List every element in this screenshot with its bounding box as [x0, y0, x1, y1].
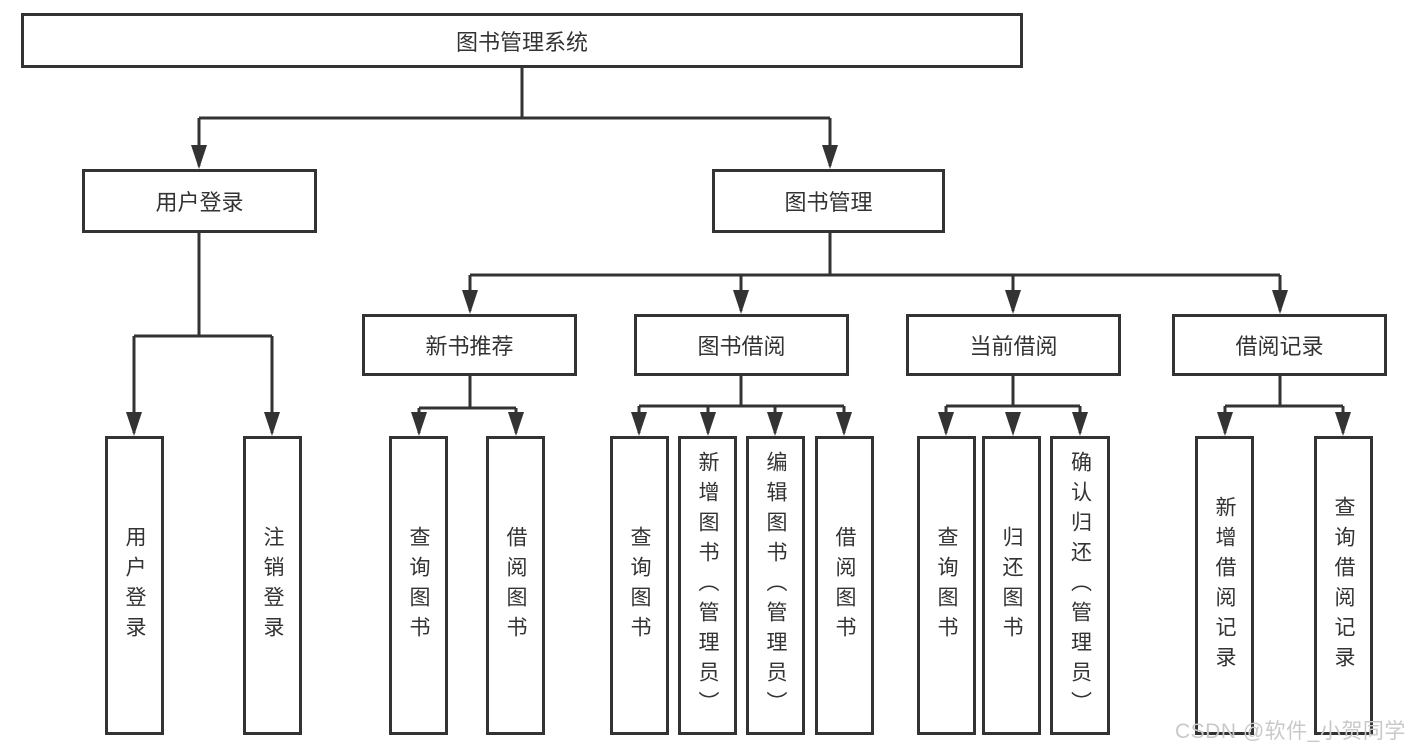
- node-label: 借阅记录: [1235, 334, 1324, 359]
- leaf-logout: 注销登录: [243, 436, 302, 735]
- leaf-add-borrow-record: 新增借阅记录: [1195, 436, 1254, 735]
- node-new-book-recommendation: 新书推荐: [362, 314, 577, 376]
- node-label: 图书借阅: [697, 334, 786, 359]
- node-label: 注销登录: [261, 525, 284, 646]
- node-label: 当前借阅: [969, 334, 1058, 359]
- leaf-query-books-borrowing: 查询图书: [610, 436, 669, 735]
- node-book-management: 图书管理: [712, 169, 945, 233]
- node-label: 查询图书: [407, 525, 430, 646]
- node-label: 确认归还（管理员）: [1068, 450, 1092, 721]
- node-label: 新增借阅记录: [1213, 495, 1236, 676]
- arrowheads-current-borrow-leaves: [938, 412, 1088, 436]
- node-label: 借阅图书: [833, 525, 856, 646]
- connector-root-to-level2: [197, 68, 832, 166]
- node-label: 查询图书: [628, 525, 651, 646]
- connector-user-login-to-leaves: [132, 233, 274, 433]
- node-label: 归还图书: [1000, 525, 1023, 646]
- arrowheads-level2: [191, 145, 838, 169]
- node-label: 借阅图书: [504, 525, 527, 646]
- node-library-management-system: 图书管理系统: [21, 13, 1023, 68]
- leaf-borrow-books: 借阅图书: [815, 436, 874, 735]
- connector-borrow-record-to-leaves: [1223, 376, 1345, 433]
- connector-current-borrow-to-leaves: [944, 376, 1082, 433]
- node-current-borrowing: 当前借阅: [906, 314, 1121, 376]
- node-borrowing-records: 借阅记录: [1172, 314, 1387, 376]
- csdn-watermark: CSDN @软件_小贺同学: [1175, 720, 1405, 743]
- node-label: 图书管理: [784, 190, 873, 215]
- node-label: 查询图书: [935, 525, 958, 646]
- node-label: 用户登录: [155, 190, 244, 215]
- leaf-add-books-admin: 新增图书（管理员）: [678, 436, 737, 735]
- node-user-login: 用户登录: [82, 169, 317, 233]
- arrowheads-new-book-leaves: [411, 412, 524, 436]
- arrowheads-user-login-leaves: [126, 412, 280, 436]
- leaf-query-books-recommend: 查询图书: [389, 436, 448, 735]
- connector-new-book-to-leaves: [417, 376, 518, 433]
- connector-book-management-to-level3: [468, 233, 1282, 311]
- node-label: 编辑图书（管理员）: [764, 450, 787, 721]
- arrowheads-book-borrow-leaves: [631, 412, 852, 436]
- node-book-borrowing: 图书借阅: [634, 314, 849, 376]
- leaf-edit-books-admin: 编辑图书（管理员）: [746, 436, 805, 735]
- leaf-user-login: 用户登录: [105, 436, 164, 735]
- arrowheads-borrow-record-leaves: [1217, 412, 1351, 436]
- leaf-return-books: 归还图书: [982, 436, 1041, 735]
- connector-book-borrow-to-leaves: [637, 376, 846, 433]
- arrowheads-level3: [462, 290, 1288, 314]
- leaf-query-books-current: 查询图书: [917, 436, 976, 735]
- node-label: 图书管理系统: [455, 29, 588, 55]
- node-label: 新书推荐: [425, 334, 514, 359]
- node-label: 用户登录: [123, 525, 146, 646]
- node-label: 新增图书（管理员）: [696, 450, 719, 721]
- leaf-query-borrow-record: 查询借阅记录: [1314, 436, 1373, 735]
- leaf-confirm-return-admin: 确认归还（管理员）: [1050, 436, 1110, 735]
- leaf-borrow-books-recommend: 借阅图书: [486, 436, 545, 735]
- node-label: 查询借阅记录: [1332, 495, 1355, 676]
